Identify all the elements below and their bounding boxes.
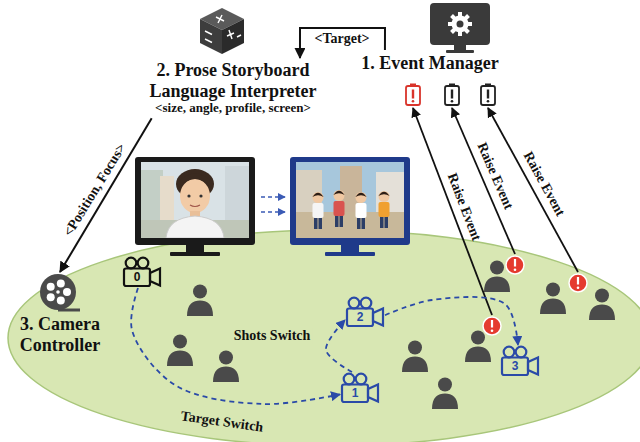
connector-arrow xyxy=(60,118,152,272)
edge-label: <Target> xyxy=(312,31,371,47)
edge-label: Shots Switch xyxy=(232,328,313,344)
edge-label: Target Switch xyxy=(178,408,266,436)
component-title: <size, angle, profile, screen> xyxy=(128,101,338,116)
camera-outline xyxy=(340,372,380,404)
connector-arrow xyxy=(385,297,518,345)
monitor-screen xyxy=(135,157,255,256)
camera-icon: 3 xyxy=(500,345,540,377)
component-box: 1. Event Manager xyxy=(345,50,515,77)
event-icon xyxy=(406,84,420,106)
arrow-label: Raise Event xyxy=(443,169,485,245)
camera-icon: 1 xyxy=(340,372,380,404)
reel-icon xyxy=(40,274,80,310)
camera-number: 1 xyxy=(342,372,368,401)
arrow-label: Raise Event xyxy=(472,139,516,214)
component-title: 1. Event Manager xyxy=(349,53,511,74)
camera-icon: 0 xyxy=(122,256,162,288)
cube-icon xyxy=(200,8,244,54)
monitor-icon xyxy=(430,3,490,53)
camera-icon: 2 xyxy=(345,296,385,328)
component-title: 3. Camera Controller xyxy=(8,314,112,355)
component-title: 2. Prose Storyboard Language Interpreter xyxy=(128,60,338,101)
raise-event-arrow xyxy=(413,108,578,315)
event-icon xyxy=(445,84,459,106)
connector-arrow xyxy=(131,288,340,404)
ground-ellipse xyxy=(8,230,640,442)
person-icon xyxy=(167,261,615,410)
camera-number: 0 xyxy=(124,256,150,285)
edge-label: <Position, Focus> xyxy=(59,139,130,241)
camera-outline xyxy=(500,345,540,377)
alert-marker xyxy=(483,256,587,335)
camera-outline xyxy=(122,256,162,288)
monitor-screen xyxy=(290,157,410,256)
arrow-label: Raise Event xyxy=(518,147,568,221)
connector-arrow xyxy=(326,320,352,372)
dashed-arrow xyxy=(261,196,285,198)
camera-outline xyxy=(345,296,385,328)
camera-number: 2 xyxy=(347,296,373,325)
camera-number: 3 xyxy=(502,345,528,374)
event-icon xyxy=(481,84,495,106)
component-box: 3. Camera Controller xyxy=(4,272,116,359)
component-box: 2. Prose Storyboard Language Interpreter… xyxy=(126,58,340,118)
dashed-arrow xyxy=(261,211,285,213)
